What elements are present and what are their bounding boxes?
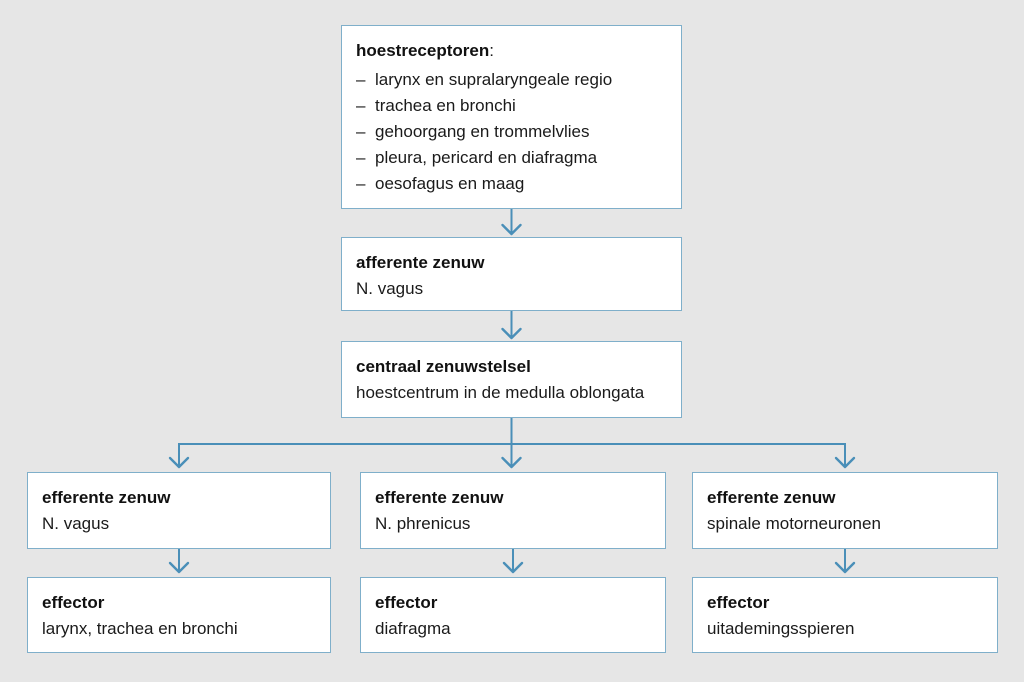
- box-body: spinale motorneuronen: [707, 514, 881, 533]
- receptor-list: –larynx en supralaryngeale regio –trache…: [356, 67, 667, 197]
- box-body: larynx, trachea en bronchi: [42, 619, 238, 638]
- list-item: –pleura, pericard en diafragma: [356, 145, 667, 171]
- arrowhead: [168, 561, 190, 574]
- box-effector-larynx: effector larynx, trachea en bronchi: [27, 577, 331, 653]
- box-title: hoestreceptoren: [356, 41, 490, 60]
- list-dash: –: [356, 96, 366, 115]
- list-dash: –: [356, 122, 366, 141]
- box-hoestreceptoren: hoestreceptoren: –larynx en supralarynge…: [341, 25, 682, 209]
- list-dash: –: [356, 148, 366, 167]
- box-efferente-zenuw-spinale: efferente zenuw spinale motorneuronen: [692, 472, 998, 549]
- box-title: effector: [375, 593, 438, 612]
- arrowhead: [501, 327, 522, 340]
- box-body: hoestcentrum in de medulla oblongata: [356, 383, 645, 402]
- list-item-text: oesofagus en maag: [375, 174, 525, 193]
- box-effector-diafragma: effector diafragma: [360, 577, 666, 653]
- arrowhead: [168, 456, 190, 469]
- title-colon: :: [489, 41, 494, 60]
- list-item: –gehoorgang en trommelvlies: [356, 119, 667, 145]
- arrowhead: [834, 561, 856, 574]
- list-item: –larynx en supralaryngeale regio: [356, 67, 667, 93]
- branch-connector: [178, 443, 846, 466]
- arrowhead: [501, 456, 522, 469]
- box-body: diafragma: [375, 619, 451, 638]
- list-dash: –: [356, 70, 366, 89]
- arrowhead: [501, 223, 522, 236]
- list-item: –oesofagus en maag: [356, 171, 667, 197]
- list-item-text: gehoorgang en trommelvlies: [375, 122, 590, 141]
- box-effector-uitademingsspieren: effector uitademingsspieren: [692, 577, 998, 653]
- box-title: centraal zenuwstelsel: [356, 357, 531, 376]
- box-centraal-zenuwstelsel: centraal zenuwstelsel hoestcentrum in de…: [341, 341, 682, 418]
- list-item-text: trachea en bronchi: [375, 96, 516, 115]
- arrowhead: [834, 456, 856, 469]
- box-efferente-zenuw-phrenicus: efferente zenuw N. phrenicus: [360, 472, 666, 549]
- box-title: efferente zenuw: [707, 488, 836, 507]
- box-title: effector: [707, 593, 770, 612]
- box-afferente-zenuw: afferente zenuw N. vagus: [341, 237, 682, 311]
- list-dash: –: [356, 174, 366, 193]
- box-body: N. vagus: [42, 514, 110, 533]
- box-body: uitademingsspieren: [707, 619, 855, 638]
- box-efferente-zenuw-vagus: efferente zenuw N. vagus: [27, 472, 331, 549]
- list-item-text: larynx en supralaryngeale regio: [375, 70, 613, 89]
- list-item-text: pleura, pericard en diafragma: [375, 148, 598, 167]
- box-title: effector: [42, 593, 105, 612]
- box-body: N. phrenicus: [375, 514, 471, 533]
- arrowhead: [502, 561, 524, 574]
- box-title: efferente zenuw: [42, 488, 171, 507]
- box-title-row: hoestreceptoren:: [356, 38, 667, 64]
- box-title: afferente zenuw: [356, 253, 485, 272]
- box-body: N. vagus: [356, 279, 424, 298]
- list-item: –trachea en bronchi: [356, 93, 667, 119]
- box-title: efferente zenuw: [375, 488, 504, 507]
